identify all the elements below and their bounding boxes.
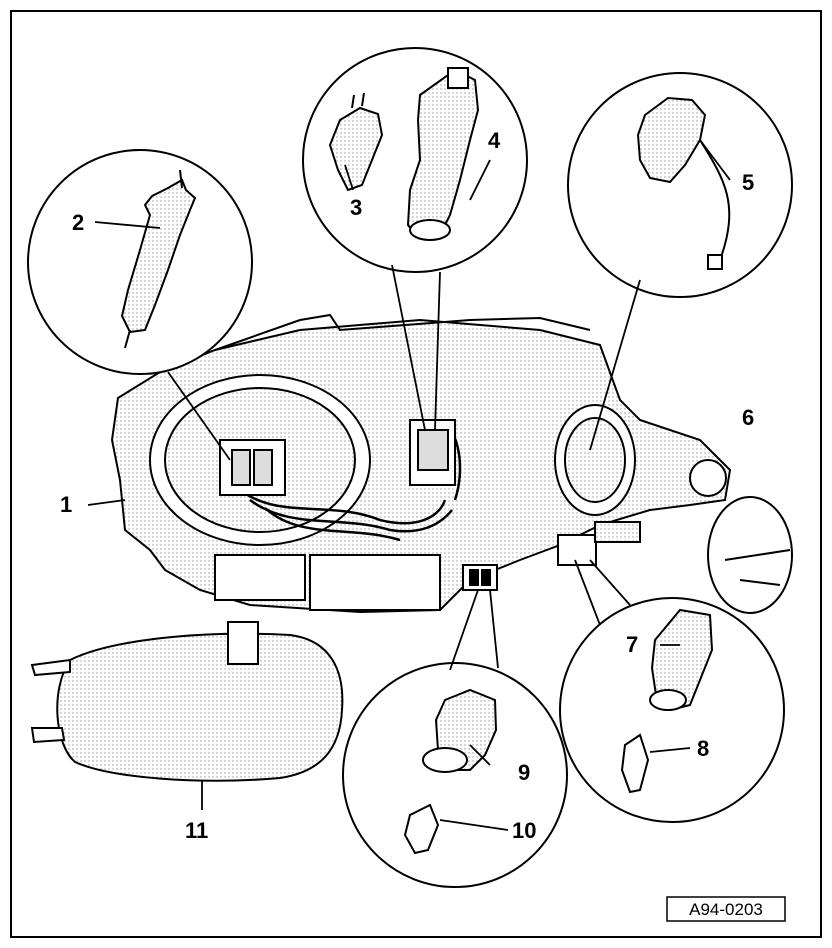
callout-4: 4 [488, 128, 501, 153]
callout-2: 2 [72, 210, 84, 235]
bulb-connector-left [219, 439, 286, 496]
reference-code: A94-0203 [689, 900, 763, 919]
headlamp-housing [110, 313, 732, 614]
detail-circle-3-4 [302, 47, 528, 273]
cover-cap [707, 496, 793, 614]
callout-3: 3 [350, 195, 362, 220]
leader-lines [87, 139, 731, 831]
callout-10: 10 [512, 818, 536, 843]
reference-code-box: A94-0203 [666, 896, 786, 922]
callout-7: 7 [626, 632, 638, 657]
detail-circle-9-10 [342, 662, 568, 888]
callout-9: 9 [518, 760, 530, 785]
callout-11: 11 [185, 818, 208, 843]
bulb-connector-center [409, 419, 456, 486]
callout-5: 5 [742, 170, 754, 195]
callout-8: 8 [697, 736, 709, 761]
diagram-frame [10, 10, 822, 938]
detail-circle-7-8 [559, 597, 785, 823]
detail-circle-5 [567, 72, 793, 298]
callout-6: 6 [742, 405, 754, 430]
detail-circle-2 [27, 149, 253, 375]
headlamp-lens [30, 621, 344, 782]
turn-signal-socket [462, 564, 498, 591]
wiring-harness [239, 418, 462, 542]
callout-1: 1 [60, 492, 72, 517]
